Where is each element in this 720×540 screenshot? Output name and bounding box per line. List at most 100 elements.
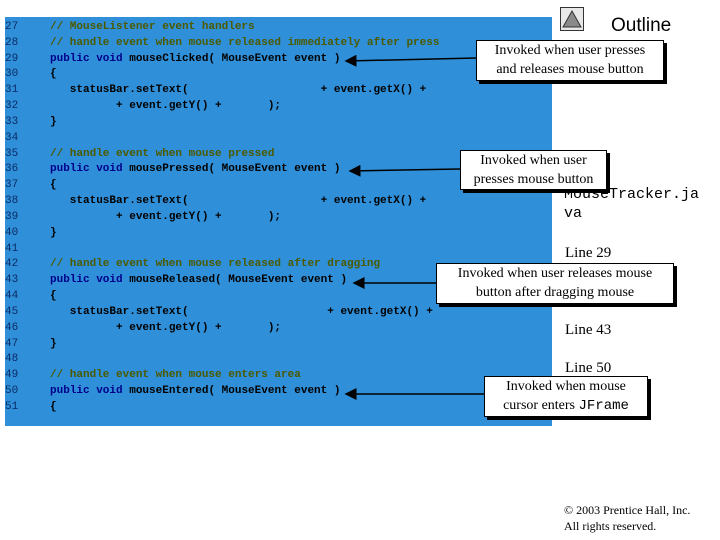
- callout-mouse-entered: Invoked when mouse cursor enters JFrame: [484, 376, 648, 417]
- line-number: 45: [5, 306, 19, 318]
- callout-entered-line2-code: JFrame: [578, 398, 629, 414]
- code-comment: // handle event when mouse released afte…: [50, 258, 381, 270]
- line-number: 27: [5, 21, 19, 33]
- copyright-notice: © 2003 Prentice Hall, Inc. All rights re…: [564, 502, 690, 534]
- callout-pressed-line2: presses mouse button: [473, 172, 594, 187]
- line-number: 51: [5, 401, 19, 413]
- line-number: 43: [5, 274, 19, 286]
- code-text: + event.getY() + );: [50, 211, 282, 223]
- code-line: {: [50, 68, 57, 80]
- triangle-up-icon: [562, 9, 582, 28]
- line-number: 46: [5, 322, 19, 334]
- line-number: 28: [5, 37, 19, 49]
- callout-released-line2: button after dragging mouse: [475, 285, 635, 300]
- line-number: 37: [5, 179, 19, 191]
- callout-mouse-pressed: Invoked when user presses mouse button: [460, 150, 607, 190]
- code-text: mouseReleased( MouseEvent event ): [122, 274, 348, 286]
- code-line: {: [50, 290, 57, 302]
- code-keyword: public void: [50, 53, 123, 65]
- code-panel: [5, 17, 552, 426]
- line-number: 36: [5, 163, 19, 175]
- code-text: {: [50, 290, 57, 302]
- file-name-line1: MouseTracker.ja: [564, 186, 700, 203]
- code-text: + event.getY() + );: [50, 322, 282, 334]
- code-line: // handle event when mouse pressed: [50, 148, 274, 160]
- code-text: statusBar.setText( + event.getX() +: [50, 84, 427, 96]
- code-line: public void mouseClicked( MouseEvent eve…: [50, 53, 340, 65]
- code-line: }: [50, 338, 57, 350]
- code-line: {: [50, 179, 57, 191]
- code-keyword: public void: [50, 385, 123, 397]
- line-number: 38: [5, 195, 19, 207]
- line-number: 32: [5, 100, 19, 112]
- callout-clicked-line1: Invoked when user presses: [494, 43, 646, 58]
- code-line: }: [50, 227, 57, 239]
- callout-released-line1: Invoked when user releases mouse: [457, 266, 653, 281]
- outline-up-icon[interactable]: [560, 7, 584, 31]
- code-line: public void mouseEntered( MouseEvent eve…: [50, 385, 340, 397]
- code-line: + event.getY() + );: [50, 100, 281, 112]
- line-number: 34: [5, 132, 19, 144]
- code-line: statusBar.setText( + event.getX() +: [50, 84, 426, 96]
- code-keyword: public void: [50, 274, 123, 286]
- code-line: // MouseListener event handlers: [50, 21, 255, 33]
- code-line: + event.getY() + );: [50, 322, 281, 334]
- line-number: 44: [5, 290, 19, 302]
- code-line: }: [50, 116, 57, 128]
- code-line: {: [50, 401, 57, 413]
- code-text: {: [50, 68, 57, 80]
- arrow-clicked: [344, 54, 477, 67]
- line-number: 40: [5, 227, 19, 239]
- callout-entered-line2-text: cursor enters: [503, 398, 579, 413]
- code-line: // handle event when mouse enters area: [50, 369, 301, 381]
- code-line: // handle event when mouse released afte…: [50, 258, 380, 270]
- code-comment: // MouseListener event handlers: [50, 21, 255, 33]
- line-ref-29: Line 29: [565, 245, 612, 261]
- code-text: }: [50, 227, 57, 239]
- line-number: 42: [5, 258, 19, 270]
- code-keyword: public void: [50, 163, 123, 175]
- callout-mouse-released: Invoked when user releases mouse button …: [436, 263, 674, 304]
- line-number: 33: [5, 116, 19, 128]
- line-ref-43: Line 43: [565, 322, 612, 338]
- line-number: 41: [5, 243, 19, 255]
- code-line: + event.getY() + );: [50, 211, 281, 223]
- code-line: // handle event when mouse released imme…: [50, 37, 439, 49]
- code-line: statusBar.setText( + event.getX() +: [50, 306, 433, 318]
- code-text: }: [50, 338, 57, 350]
- copyright-line1: © 2003 Prentice Hall, Inc.: [564, 503, 691, 517]
- code-text: + event.getY() + );: [50, 100, 282, 112]
- code-comment: // handle event when mouse pressed: [50, 148, 275, 160]
- code-text: mousePressed( MouseEvent event ): [122, 163, 341, 175]
- line-number: 49: [5, 369, 19, 381]
- line-number: 35: [5, 148, 19, 160]
- code-comment: // handle event when mouse released imme…: [50, 37, 440, 49]
- line-number: 30: [5, 68, 19, 80]
- code-line: public void mouseReleased( MouseEvent ev…: [50, 274, 347, 286]
- line-number: 50: [5, 385, 19, 397]
- line-number: 39: [5, 211, 19, 223]
- arrow-pressed: [348, 164, 461, 177]
- callout-clicked-line2: and releases mouse button: [496, 62, 644, 77]
- callout-pressed-line1: Invoked when user: [480, 153, 587, 168]
- code-text: mouseClicked( MouseEvent event ): [122, 53, 341, 65]
- code-text: mouseEntered( MouseEvent event ): [122, 385, 341, 397]
- line-number: 31: [5, 84, 19, 96]
- code-line: public void mousePressed( MouseEvent eve…: [50, 163, 340, 175]
- code-text: statusBar.setText( + event.getX() +: [50, 195, 427, 207]
- line-ref-50: Line 50: [565, 360, 612, 376]
- code-line: statusBar.setText( + event.getX() +: [50, 195, 426, 207]
- line-number: 47: [5, 338, 19, 350]
- callout-entered-line1: Invoked when mouse: [506, 379, 626, 394]
- code-comment: // handle event when mouse enters area: [50, 369, 301, 381]
- code-text: statusBar.setText( + event.getX() +: [50, 306, 433, 318]
- file-name-line2: va: [564, 205, 583, 222]
- callout-mouse-clicked: Invoked when user presses and releases m…: [476, 40, 664, 81]
- code-text: {: [50, 179, 57, 191]
- line-number: 48: [5, 353, 19, 365]
- copyright-line2: All rights reserved.: [564, 519, 657, 533]
- code-text: }: [50, 116, 57, 128]
- outline-title: Outline: [611, 15, 672, 36]
- code-text: {: [50, 401, 57, 413]
